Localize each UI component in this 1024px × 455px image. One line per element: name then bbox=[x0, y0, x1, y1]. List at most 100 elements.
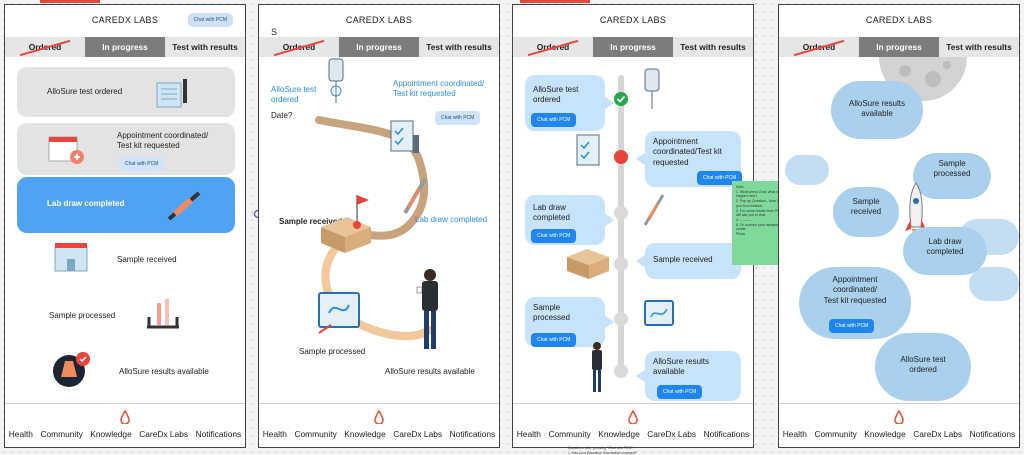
test-tubes-icon bbox=[147, 299, 179, 329]
nav-health[interactable]: Health bbox=[8, 429, 33, 439]
tab-test-with-results[interactable]: Test with results bbox=[946, 42, 1012, 52]
step-bubble-sample-received[interactable]: Sample received bbox=[636, 243, 741, 279]
tab-test-with-results[interactable]: Test with results bbox=[172, 42, 238, 52]
annotation-mark bbox=[520, 0, 590, 3]
nav-health[interactable]: Health bbox=[516, 429, 541, 439]
person-phone-icon bbox=[592, 342, 602, 392]
step-label: Appointment coordinated/ Test kit reques… bbox=[117, 131, 209, 151]
cloud-appointment[interactable]: Appointment coordinated/ Test kit reques… bbox=[799, 267, 911, 339]
nav-community[interactable]: Community bbox=[814, 429, 857, 439]
nav-community[interactable]: Community bbox=[294, 429, 337, 439]
step-label: Sample received bbox=[850, 197, 882, 217]
tab-ordered[interactable]: Ordered bbox=[513, 37, 593, 57]
nav-caredx-labs[interactable]: CareDx Labs bbox=[647, 429, 697, 439]
step-card-ordered[interactable]: AlloSure test ordered bbox=[17, 67, 235, 117]
tab-ordered[interactable]: Ordered bbox=[5, 37, 85, 57]
tab-in-progress[interactable]: In progress bbox=[593, 37, 673, 57]
chat-pcm-button[interactable]: Chat with PCM bbox=[697, 171, 743, 185]
step-label: Sample processed bbox=[49, 311, 116, 320]
chat-pcm-button[interactable]: Chat with PCM bbox=[187, 13, 233, 27]
person-phone-icon bbox=[416, 269, 438, 349]
clipboard-check-icon bbox=[576, 134, 600, 166]
tab-in-progress[interactable]: In progress bbox=[859, 37, 939, 57]
caredx-drop-icon bbox=[894, 410, 904, 424]
app-header: CAREDX LABS bbox=[91, 15, 159, 25]
phone-frame-clouds: CAREDX LABS Ordered In progress Test wit… bbox=[778, 4, 1020, 448]
step-ordered-label: AlloSure test ordered bbox=[271, 85, 317, 105]
clipboard-icon bbox=[156, 79, 187, 108]
nav-caredx-labs[interactable]: CareDx Labs bbox=[139, 429, 189, 439]
cloud bbox=[785, 155, 829, 185]
step-label: Appointment coordinated/Test kit request… bbox=[653, 137, 722, 167]
nav-notifications[interactable]: Notifications bbox=[195, 429, 242, 439]
nav-community[interactable]: Community bbox=[548, 429, 591, 439]
phone-frame-path: CAREDX LABS S Ordered In progress Test w… bbox=[258, 4, 500, 448]
step-card-lab-draw[interactable]: Lab draw completed bbox=[17, 177, 235, 233]
bottom-nav: Health Community Knowledge CareDx Labs N… bbox=[513, 403, 753, 447]
nav-health[interactable]: Health bbox=[782, 429, 807, 439]
chat-pcm-button[interactable]: Chat with PCM bbox=[531, 229, 577, 243]
step-label: Sample received bbox=[117, 255, 177, 264]
timeline-dot bbox=[614, 257, 628, 271]
nav-knowledge[interactable]: Knowledge bbox=[864, 429, 906, 439]
timeline-dot-done bbox=[614, 92, 628, 106]
bottom-nav: Health Community Knowledge CareDx Labs N… bbox=[5, 403, 245, 447]
nav-notifications[interactable]: Notifications bbox=[969, 429, 1016, 439]
step-bubble-appointment[interactable]: Appointment coordinated/Test kit request… bbox=[636, 131, 743, 187]
cloud bbox=[969, 267, 1019, 301]
status-tabs: Ordered In progress Test with results bbox=[779, 37, 1019, 57]
cloud-sample-received[interactable]: Sample received bbox=[833, 187, 899, 237]
step-bubble-sample-processed[interactable]: Sample processed Chat with PCM bbox=[525, 297, 614, 347]
step-label: AlloSure test ordered bbox=[533, 85, 579, 105]
tab-ordered[interactable]: Ordered bbox=[779, 37, 859, 57]
step-bubble-results[interactable]: AlloSure results available Chat with PCM bbox=[636, 351, 741, 401]
step-label: Lab draw completed bbox=[47, 199, 125, 208]
chat-pcm-button[interactable]: Chat with PCM bbox=[657, 385, 703, 399]
cloud-lab-draw[interactable]: Lab draw completed bbox=[903, 227, 987, 275]
package-icon bbox=[567, 249, 609, 279]
iv-bag-icon bbox=[644, 68, 660, 109]
timeline-dot bbox=[614, 364, 628, 378]
tab-ordered[interactable]: Ordered bbox=[259, 37, 339, 57]
cloud-results[interactable]: AlloSure results available bbox=[831, 81, 923, 139]
nav-knowledge[interactable]: Knowledge bbox=[598, 429, 640, 439]
nav-knowledge[interactable]: Knowledge bbox=[90, 429, 132, 439]
tab-in-progress[interactable]: In progress bbox=[339, 37, 419, 57]
step-label: AlloSure test ordered bbox=[900, 355, 946, 375]
nav-notifications[interactable]: Notifications bbox=[703, 429, 750, 439]
nav-caredx-labs[interactable]: CareDx Labs bbox=[913, 429, 963, 439]
nav-knowledge[interactable]: Knowledge bbox=[344, 429, 386, 439]
cloud-sample-processed[interactable]: Sample processed bbox=[913, 153, 991, 199]
tab-test-with-results[interactable]: Test with results bbox=[426, 42, 492, 52]
chat-pcm-button[interactable]: Chat with PCM bbox=[119, 157, 165, 171]
syringe-icon bbox=[167, 191, 201, 221]
step-label: Sample processed bbox=[933, 159, 971, 179]
tab-test-with-results[interactable]: Test with results bbox=[680, 42, 746, 52]
chat-pcm-button[interactable]: Chat with PCM bbox=[435, 111, 481, 125]
step-label: AlloSure results available bbox=[119, 367, 209, 376]
step-bubble-lab-draw[interactable]: Lab draw completed Chat with PCM bbox=[525, 195, 614, 245]
timeline-dot bbox=[614, 206, 628, 220]
step-card-appointment[interactable]: Appointment coordinated/ Test kit reques… bbox=[17, 123, 235, 175]
header-extra: S bbox=[271, 27, 278, 37]
status-tabs: Ordered In progress Test with results bbox=[259, 37, 499, 57]
chat-pcm-button[interactable]: Chat with PCM bbox=[531, 333, 577, 347]
step-sample-processed-label: Sample processed bbox=[299, 347, 366, 356]
nav-community[interactable]: Community bbox=[40, 429, 83, 439]
step-lab-draw-label: Lab draw completed bbox=[415, 215, 488, 224]
step-label: AlloSure results available bbox=[653, 357, 710, 377]
bottom-nav: Health Community Knowledge CareDx Labs N… bbox=[779, 403, 1019, 447]
nav-caredx-labs[interactable]: CareDx Labs bbox=[393, 429, 443, 439]
nav-notifications[interactable]: Notifications bbox=[449, 429, 496, 439]
tab-in-progress[interactable]: In progress bbox=[85, 37, 165, 57]
step-results-label: AlloSure results available bbox=[385, 367, 475, 376]
step-bubble-ordered[interactable]: AlloSure test ordered Chat with PCM bbox=[525, 75, 614, 131]
lab-screen-icon bbox=[644, 300, 674, 326]
nav-health[interactable]: Health bbox=[262, 429, 287, 439]
phone-frame-list: CAREDX LABS Chat with PCM Ordered In pro… bbox=[4, 4, 246, 448]
caredx-drop-icon bbox=[374, 410, 384, 424]
cloud-ordered[interactable]: AlloSure test ordered bbox=[875, 333, 971, 401]
chat-pcm-button[interactable]: Chat with PCM bbox=[829, 319, 875, 333]
chat-pcm-button[interactable]: Chat with PCM bbox=[531, 113, 577, 127]
step-label: Lab draw completed bbox=[533, 203, 570, 223]
